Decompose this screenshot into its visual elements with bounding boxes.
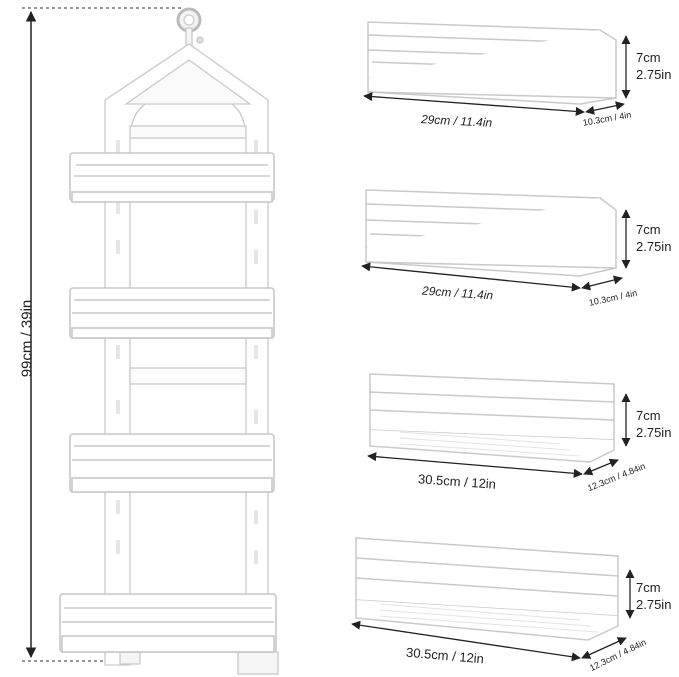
basket-2-height-cm: 7cm <box>636 222 661 237</box>
hook-icon <box>176 7 204 47</box>
caddy-basket-1 <box>69 152 275 203</box>
basket-1-height-cm: 7cm <box>636 50 661 65</box>
basket-3-height-in: 2.75in <box>636 425 672 440</box>
basket-1-height-in: 2.75in <box>636 67 672 82</box>
caddy-basket-4 <box>59 593 277 653</box>
shower-caddy <box>104 7 279 675</box>
caddy-basket-3 <box>69 433 275 493</box>
detail-basket-2 <box>361 189 631 292</box>
detail-basket-4 <box>351 537 635 662</box>
caddy-basket-2 <box>69 287 275 339</box>
basket-3-height-cm: 7cm <box>636 408 661 423</box>
basket-4-height-cm: 7cm <box>636 580 661 595</box>
basket-2-height-in: 2.75in <box>636 239 672 254</box>
overall-height-label: 99cm / 39in <box>18 299 36 378</box>
basket-4-height-in: 2.75in <box>636 597 672 612</box>
detail-basket-3 <box>367 373 631 478</box>
detail-basket-1 <box>363 21 631 116</box>
